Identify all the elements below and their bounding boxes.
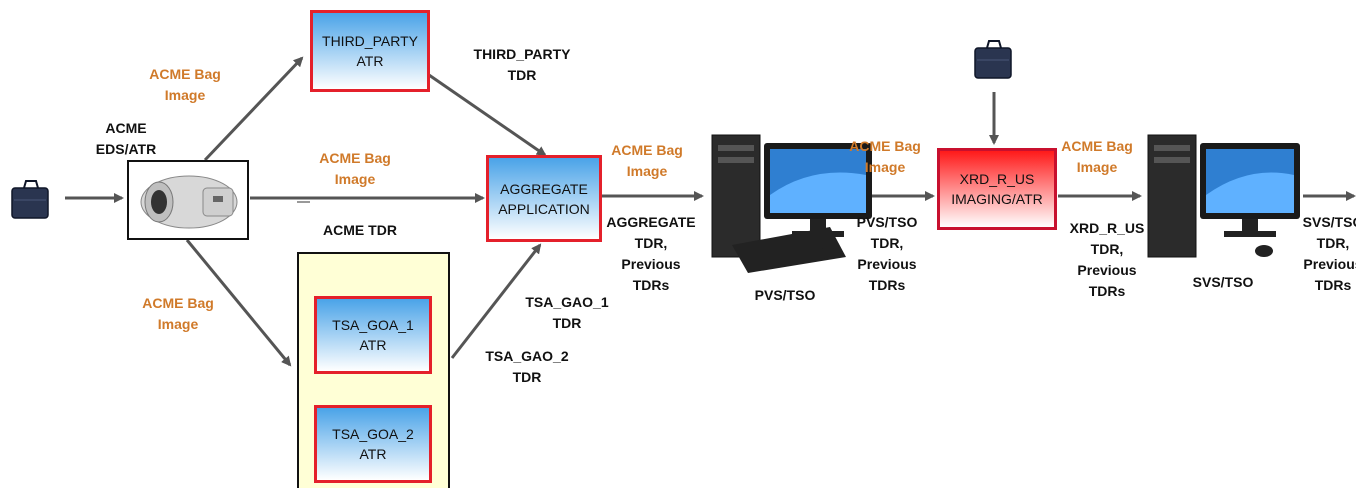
bag-image-label-pvs: ACME Bag Image (849, 138, 921, 175)
bag-image-label-top: ACME Bag Image (149, 66, 221, 103)
acme-eds-atr-label: ACME EDS/ATR (95, 120, 157, 157)
pvs-tso-label: PVS/TSO (754, 287, 816, 303)
xrd-r-us-tdr-label: XRD_R_US TDR, Previous TDRs (1069, 220, 1145, 299)
arrow-panel-to-aggregate (450, 243, 542, 359)
xrd-r-us-imaging-atr-box: XRD_R_US IMAGING/ATR (937, 148, 1057, 230)
third-party-atr-box: THIRD_PARTY ATR (310, 10, 430, 92)
briefcase-icon (11, 180, 49, 219)
arrow-scanner-to-thirdparty (203, 56, 304, 162)
computer-icon (1147, 134, 1300, 258)
bag-image-label-mid: ACME Bag Image (319, 150, 391, 187)
aggregate-tdr-label: AGGREGATE TDR, Previous TDRs (606, 214, 696, 293)
acme-tdr-label: ACME TDR (323, 222, 397, 238)
svs-tso-tdr-label: SVS/TSO TDR, Previous TDRs (1302, 214, 1356, 293)
briefcase-icon (974, 40, 1012, 79)
scanner-icon (140, 175, 238, 229)
pvs-tso-tdr-label: PVS/TSO TDR, Previous TDRs (856, 214, 918, 293)
acme-scanner-frame (127, 160, 249, 240)
tsa-gao-2-tdr-label: TSA_GAO_2 TDR (485, 348, 569, 385)
bag-image-label-xrd: ACME Bag Image (1061, 138, 1133, 175)
aggregate-application-box: AGGREGATE APPLICATION (486, 155, 602, 242)
bag-image-label-low: ACME Bag Image (142, 295, 214, 332)
tsa-goa-1-atr-box: TSA_GOA_1 ATR (314, 296, 432, 374)
tsa-gao-1-tdr-label: TSA_GAO_1 TDR (525, 294, 609, 331)
arrow-thirdparty-to-aggregate (428, 73, 547, 157)
svs-tso-label: SVS/TSO (1192, 274, 1254, 290)
tsa-goa-2-atr-box: TSA_GOA_2 ATR (314, 405, 432, 483)
bag-image-label-aggregate: ACME Bag Image (611, 142, 683, 179)
arrow-scanner-to-panel (185, 239, 292, 367)
computer-icon (711, 134, 872, 273)
third-party-tdr-label: THIRD_PARTY TDR (473, 46, 571, 83)
